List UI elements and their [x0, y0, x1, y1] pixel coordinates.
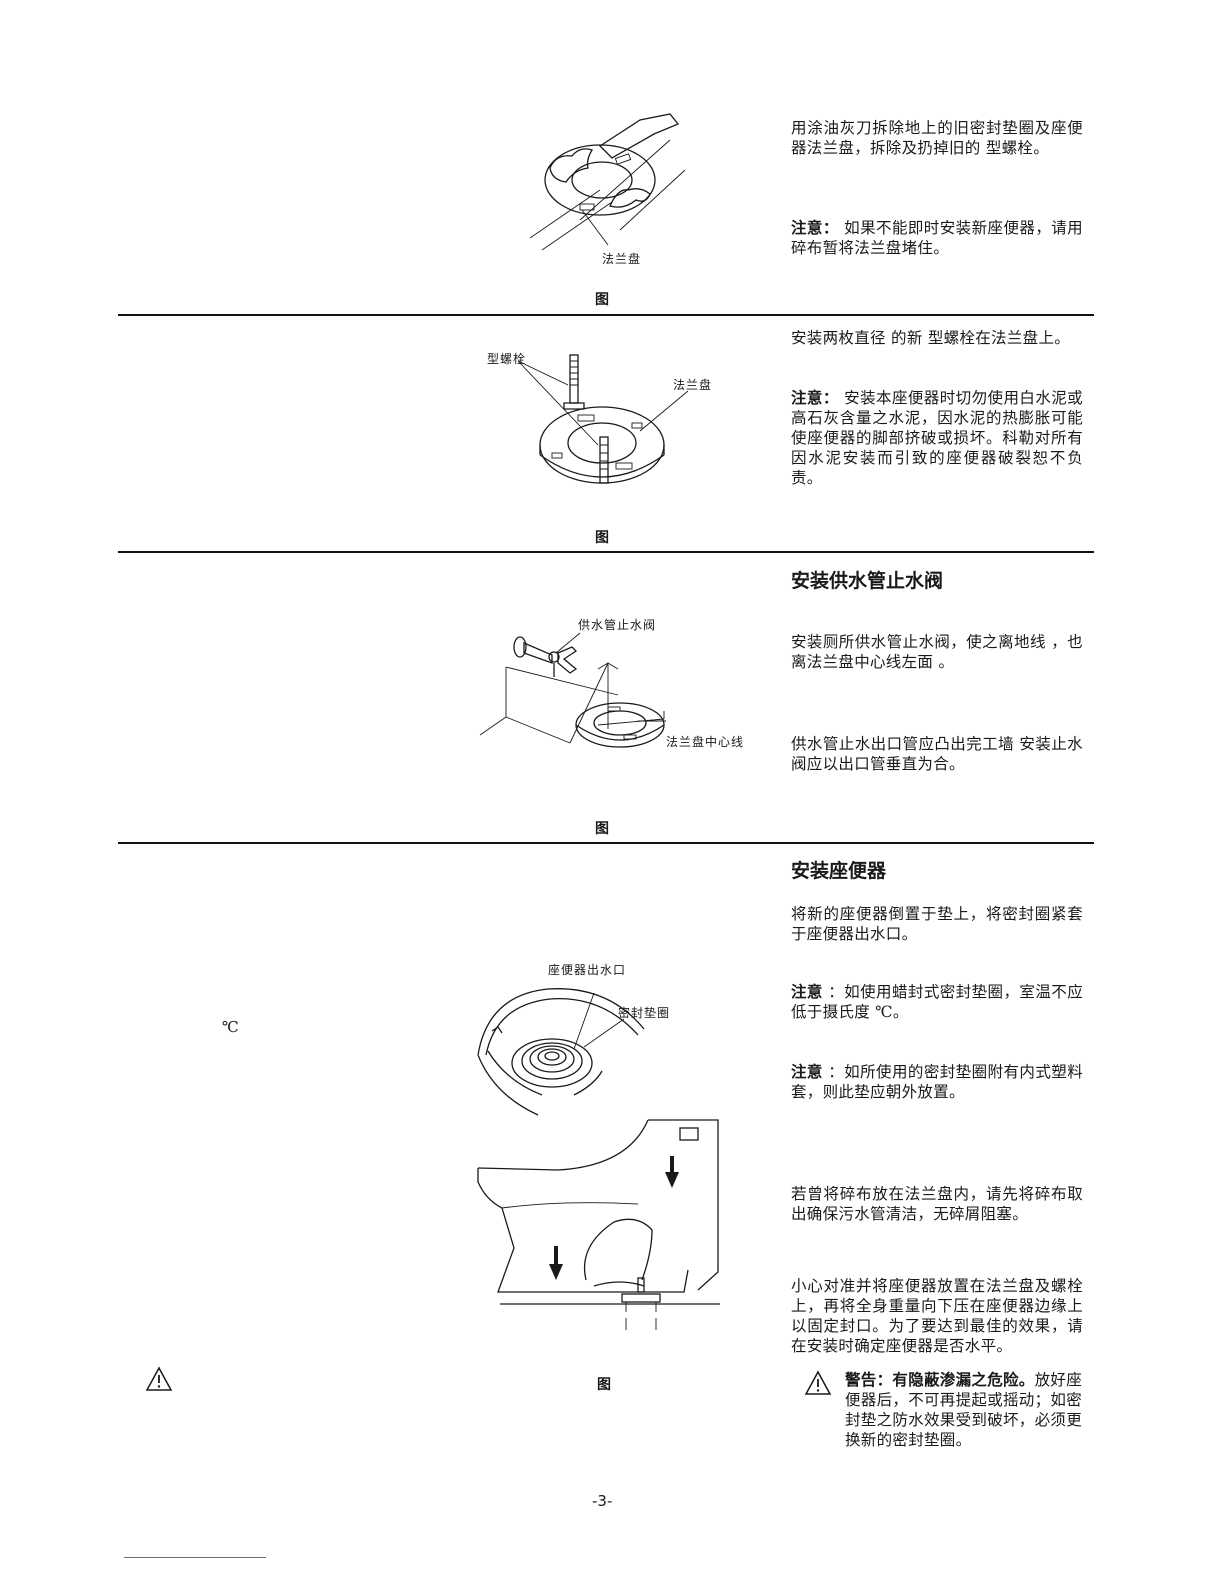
supply-valve-illustration	[479, 632, 666, 748]
section2-instruction: 安装两枚直径 的新 型螺栓在法兰盘上。	[791, 329, 1071, 347]
section1-instruction: 用涂油灰刀拆除地上的旧密封垫圈及座便器法兰盘，拆除及扔掉旧的 型螺栓。	[791, 119, 1083, 157]
toilet-placement-illustration	[477, 1119, 720, 1330]
section-divider-2	[118, 551, 1094, 553]
bolts-flange-illustration	[517, 354, 689, 484]
section2-note: 注意： 安装本座便器时切勿使用白水泥或高石灰含量之水泥，因水泥的热膨胀可能使座便…	[791, 388, 1083, 488]
section4-step1: 将新的座便器倒置于垫上，将密封圈紧套于座便器出水口。	[791, 905, 1083, 943]
callout-flange-2: 法兰盘	[673, 378, 713, 392]
figure-label-2: 图	[595, 530, 609, 546]
section-divider-3	[118, 842, 1094, 844]
warning-text: 放好座便器后，不可再提起或摇动；如密封垫之防水效果受到破坏，必须更换新的密封垫圈…	[845, 1371, 1083, 1449]
section3-instruction: 安装厕所供水管止水阀，使之离地线 ，也离法兰盘中心线左面 。	[791, 633, 1083, 671]
section3-heading: 安装供水管止水阀	[791, 570, 944, 592]
figure-label-1: 图	[595, 292, 609, 308]
section4-step3: 小心对准并将座便器放置在法兰盘及螺栓上，再将全身重量向下压在座便器边缘上以固定封…	[791, 1277, 1083, 1355]
note-text: 如果不能即时安装新座便器，请用碎布暂将法兰盘堵住。	[791, 219, 1083, 257]
note-label: 注意：	[791, 389, 839, 407]
callout-outlet: 座便器出水口	[548, 963, 627, 977]
section1-note: 注意： 如果不能即时安装新座便器，请用碎布暂将法兰盘堵住。	[791, 218, 1083, 258]
section-divider-1	[118, 314, 1094, 316]
page-number: -3-	[592, 1492, 613, 1510]
left-celsius: ℃	[222, 1018, 239, 1036]
section4-step2: 若曾将碎布放在法兰盘内，请先将碎布取出确保污水管清洁，无碎屑阻塞。	[791, 1185, 1083, 1223]
section3-instruction-2: 供水管止水出口管应凸出完工墙 安装止水阀应以出口管垂直为合。	[791, 735, 1083, 773]
callout-flange-center: 法兰盘中心线	[666, 735, 745, 749]
warning-icon-left	[145, 1366, 173, 1391]
note-text: ：如所使用的密封垫圈附有内式塑料套，则此垫应朝外放置。	[791, 1063, 1083, 1101]
figure-label-4: 图	[597, 1377, 611, 1393]
warning-icon-right	[804, 1370, 832, 1395]
callout-valve: 供水管止水阀	[578, 618, 657, 632]
note-label: 注意	[791, 1063, 823, 1081]
section4-note1: 注意 ：如使用蜡封式密封垫圈，室温不应低于摄氏度 ℃。	[791, 982, 1083, 1022]
warning-block: 警告：有隐蔽渗漏之危险。放好座便器后，不可再提起或摇动；如密封垫之防水效果受到破…	[845, 1370, 1083, 1450]
note-text: 安装本座便器时切勿使用白水泥或高石灰含量之水泥，因水泥的热膨胀可能使座便器的脚部…	[791, 389, 1083, 487]
callout-flange-1: 法兰盘	[602, 252, 642, 266]
callout-bolt: 型螺栓	[487, 352, 527, 366]
inverted-bowl-illustration	[477, 988, 645, 1116]
figure-label-3: 图	[595, 821, 609, 837]
note-label: 注意	[791, 983, 823, 1001]
flange-removal-illustration	[529, 113, 686, 251]
note-label: 注意：	[791, 219, 839, 237]
footer-rule	[124, 1557, 266, 1558]
section4-note2: 注意 ：如所使用的密封垫圈附有内式塑料套，则此垫应朝外放置。	[791, 1062, 1083, 1102]
callout-seal: 密封垫圈	[618, 1006, 671, 1020]
warning-label: 警告：有隐蔽渗漏之危险。	[845, 1371, 1035, 1389]
section4-heading: 安装座便器	[791, 860, 887, 882]
note-text: ：如使用蜡封式密封垫圈，室温不应低于摄氏度 ℃。	[791, 983, 1083, 1021]
